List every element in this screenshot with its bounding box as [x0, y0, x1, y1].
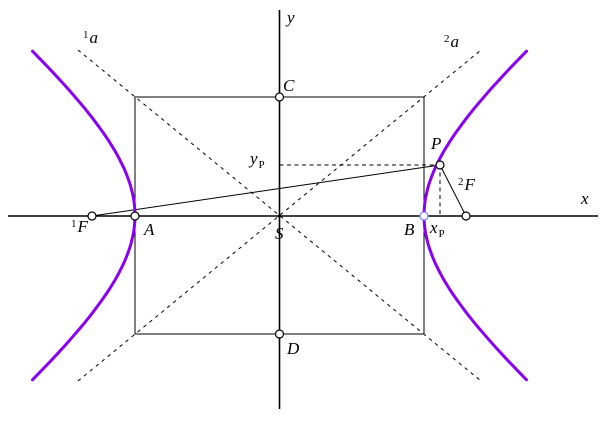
point-marker-F1 — [87, 211, 97, 221]
point-marker-C — [274, 92, 285, 102]
point-c-label: C — [283, 76, 295, 95]
asymptote2-label: 2a — [444, 32, 459, 51]
focus2-label: 2F — [458, 175, 475, 194]
point-marker-D — [274, 329, 285, 339]
focal-segment-F1-P — [91, 164, 441, 217]
point-marker-F2 — [461, 211, 471, 221]
focus1-label: 1F — [71, 217, 88, 236]
focal-segment-P-F2 — [439, 164, 467, 217]
x-axis-label: x — [581, 189, 589, 208]
point-marker-A — [130, 211, 140, 221]
xp-coordinate-label: xP — [430, 218, 445, 240]
point-marker-P — [435, 160, 445, 170]
point-marker-B — [419, 211, 429, 221]
point-p-label: P — [431, 134, 442, 153]
yp-coordinate-label: yP — [250, 149, 265, 171]
asymptote-line-a2 — [77, 49, 482, 382]
vertex-b-label: B — [404, 220, 415, 239]
vertex-a-label: A — [144, 220, 155, 239]
center-s-label: S — [275, 224, 284, 243]
center-s-dot — [277, 214, 282, 218]
asymptote1-label: 1a — [83, 28, 98, 47]
asymptote-line-a1 — [77, 49, 482, 382]
point-d-label: D — [287, 339, 300, 358]
y-axis-label: y — [287, 8, 295, 27]
